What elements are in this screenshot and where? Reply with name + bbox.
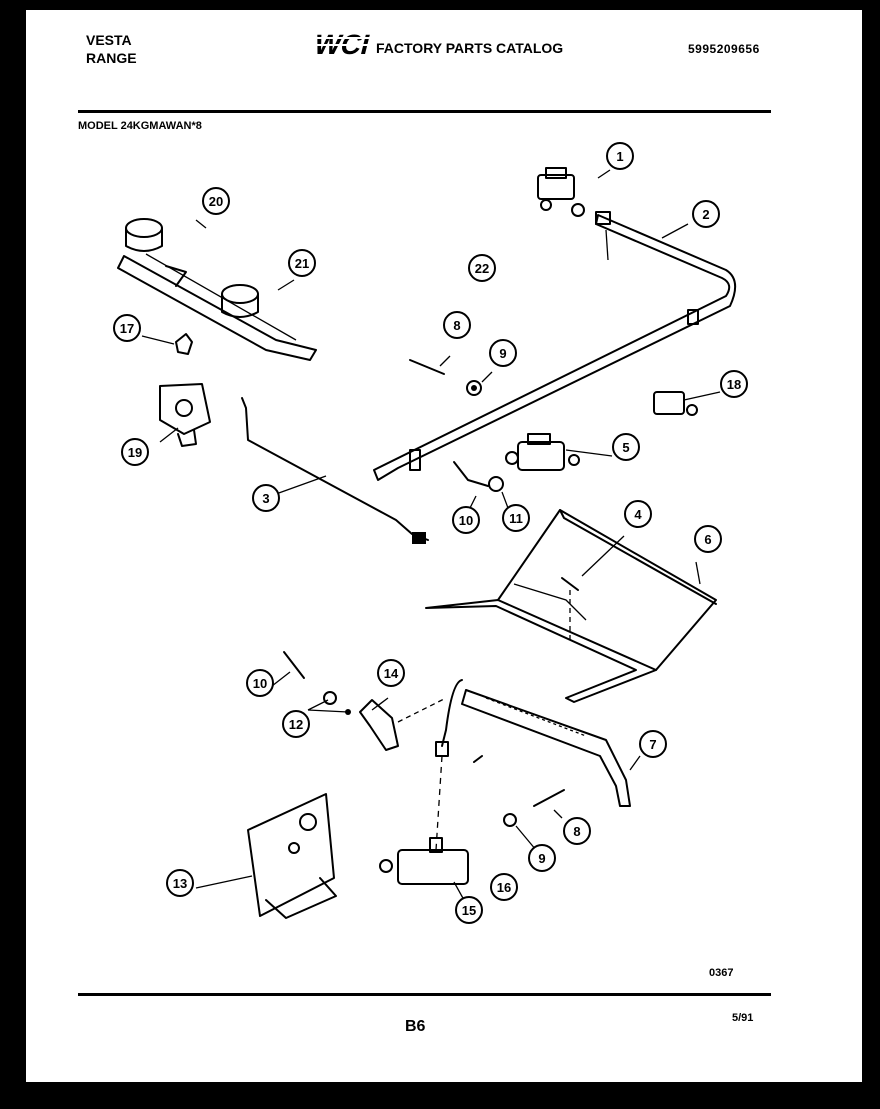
brand-line-1: VESTA xyxy=(86,32,132,48)
svg-text:22: 22 xyxy=(475,261,489,276)
logo-text: WCI xyxy=(311,29,373,58)
svg-text:15: 15 xyxy=(462,903,476,918)
svg-text:7: 7 xyxy=(649,737,656,752)
svg-text:11: 11 xyxy=(509,511,523,526)
model-number: MODEL 24KGMAWAN*8 xyxy=(78,120,202,132)
part-7-bracket xyxy=(461,689,631,807)
page-date: 5/91 xyxy=(732,1012,754,1024)
part-9-fitting-upper xyxy=(466,380,482,396)
svg-text:3: 3 xyxy=(262,491,269,506)
callout-20: 20 xyxy=(202,187,230,215)
header-rule xyxy=(78,110,771,113)
brand-line-2: RANGE xyxy=(86,50,137,66)
part-10-tube-upper xyxy=(453,461,489,487)
callout-2: 2 xyxy=(692,200,720,228)
svg-text:10: 10 xyxy=(459,513,473,528)
svg-text:4: 4 xyxy=(634,507,642,522)
callout-14: 14 xyxy=(377,659,405,687)
callout-16: 16 xyxy=(490,873,518,901)
parts-diagram-sheet: VESTA RANGE WCI FACTORY PARTS CATALOG 59… xyxy=(26,10,862,1082)
catalog-number: 5995209656 xyxy=(688,42,760,56)
svg-text:6: 6 xyxy=(704,532,711,547)
svg-text:10: 10 xyxy=(253,676,267,691)
callout-8-lower: 8 xyxy=(563,817,591,845)
part-9-fitting-lower xyxy=(503,813,517,827)
part-15-valve xyxy=(379,837,469,885)
callout-17: 17 xyxy=(113,314,141,342)
callout-12: 12 xyxy=(282,710,310,738)
part-10-tube-lower xyxy=(283,651,305,679)
callout-10-lower: 10 xyxy=(246,669,274,697)
svg-text:5: 5 xyxy=(622,440,629,455)
part-17-clip xyxy=(175,333,193,355)
part-2-manifold-tube xyxy=(373,211,737,481)
svg-text:2: 2 xyxy=(702,207,709,222)
part-4-screw xyxy=(561,577,579,642)
svg-text:9: 9 xyxy=(499,346,506,361)
callout-11: 11 xyxy=(502,504,530,532)
callout-6: 6 xyxy=(694,525,722,553)
callout-22: 22 xyxy=(468,254,496,282)
svg-text:8: 8 xyxy=(573,824,580,839)
callout-21: 21 xyxy=(288,249,316,277)
callout-10-upper: 10 xyxy=(452,506,480,534)
part-6-shield xyxy=(425,509,717,703)
svg-text:20: 20 xyxy=(209,194,223,209)
callout-9-upper: 9 xyxy=(489,339,517,367)
part-5-valve xyxy=(505,433,580,471)
callout-19: 19 xyxy=(121,438,149,466)
part-8-pin-lower xyxy=(533,789,565,807)
callout-15: 15 xyxy=(455,896,483,924)
svg-text:21: 21 xyxy=(295,256,309,271)
svg-text:19: 19 xyxy=(128,445,142,460)
svg-text:9: 9 xyxy=(538,851,545,866)
callout-5: 5 xyxy=(612,433,640,461)
reference-code: 0367 xyxy=(709,967,734,979)
callout-7: 7 xyxy=(639,730,667,758)
svg-text:18: 18 xyxy=(727,377,741,392)
part-19-bracket xyxy=(159,383,211,447)
svg-text:8: 8 xyxy=(453,318,460,333)
callout-13: 13 xyxy=(166,869,194,897)
part-11-orifice xyxy=(488,476,504,492)
callout-9-lower: 9 xyxy=(528,844,556,872)
footer-rule xyxy=(78,993,771,996)
callout-4: 4 xyxy=(624,500,652,528)
callout-18: 18 xyxy=(720,370,748,398)
svg-text:14: 14 xyxy=(384,666,399,681)
part-8-pin-upper xyxy=(409,359,445,375)
leader-lines xyxy=(141,169,721,901)
callout-8-upper: 8 xyxy=(443,311,471,339)
part-18-fitting xyxy=(653,391,698,416)
svg-text:13: 13 xyxy=(173,876,187,891)
svg-text:16: 16 xyxy=(497,880,511,895)
part-3-tube xyxy=(241,397,429,544)
part-14-clamp xyxy=(359,697,447,751)
part-13-mounting-plate xyxy=(247,793,337,919)
callout-1: 1 xyxy=(606,142,634,170)
part-1-valve xyxy=(537,167,585,217)
part-20-21-burner-assembly xyxy=(117,218,317,361)
svg-text:17: 17 xyxy=(120,321,134,336)
callout-3: 3 xyxy=(252,484,280,512)
lower-tube xyxy=(435,679,483,851)
svg-text:1: 1 xyxy=(616,149,623,164)
page-number: B6 xyxy=(405,1018,426,1035)
exploded-parts-diagram: 1 2 3 4 5 6 7 8 9 10 11 12 13 14 15 16 1… xyxy=(113,142,748,924)
svg-text:12: 12 xyxy=(289,717,303,732)
wci-logo: WCI xyxy=(311,29,373,58)
catalog-title: FACTORY PARTS CATALOG xyxy=(376,40,564,56)
